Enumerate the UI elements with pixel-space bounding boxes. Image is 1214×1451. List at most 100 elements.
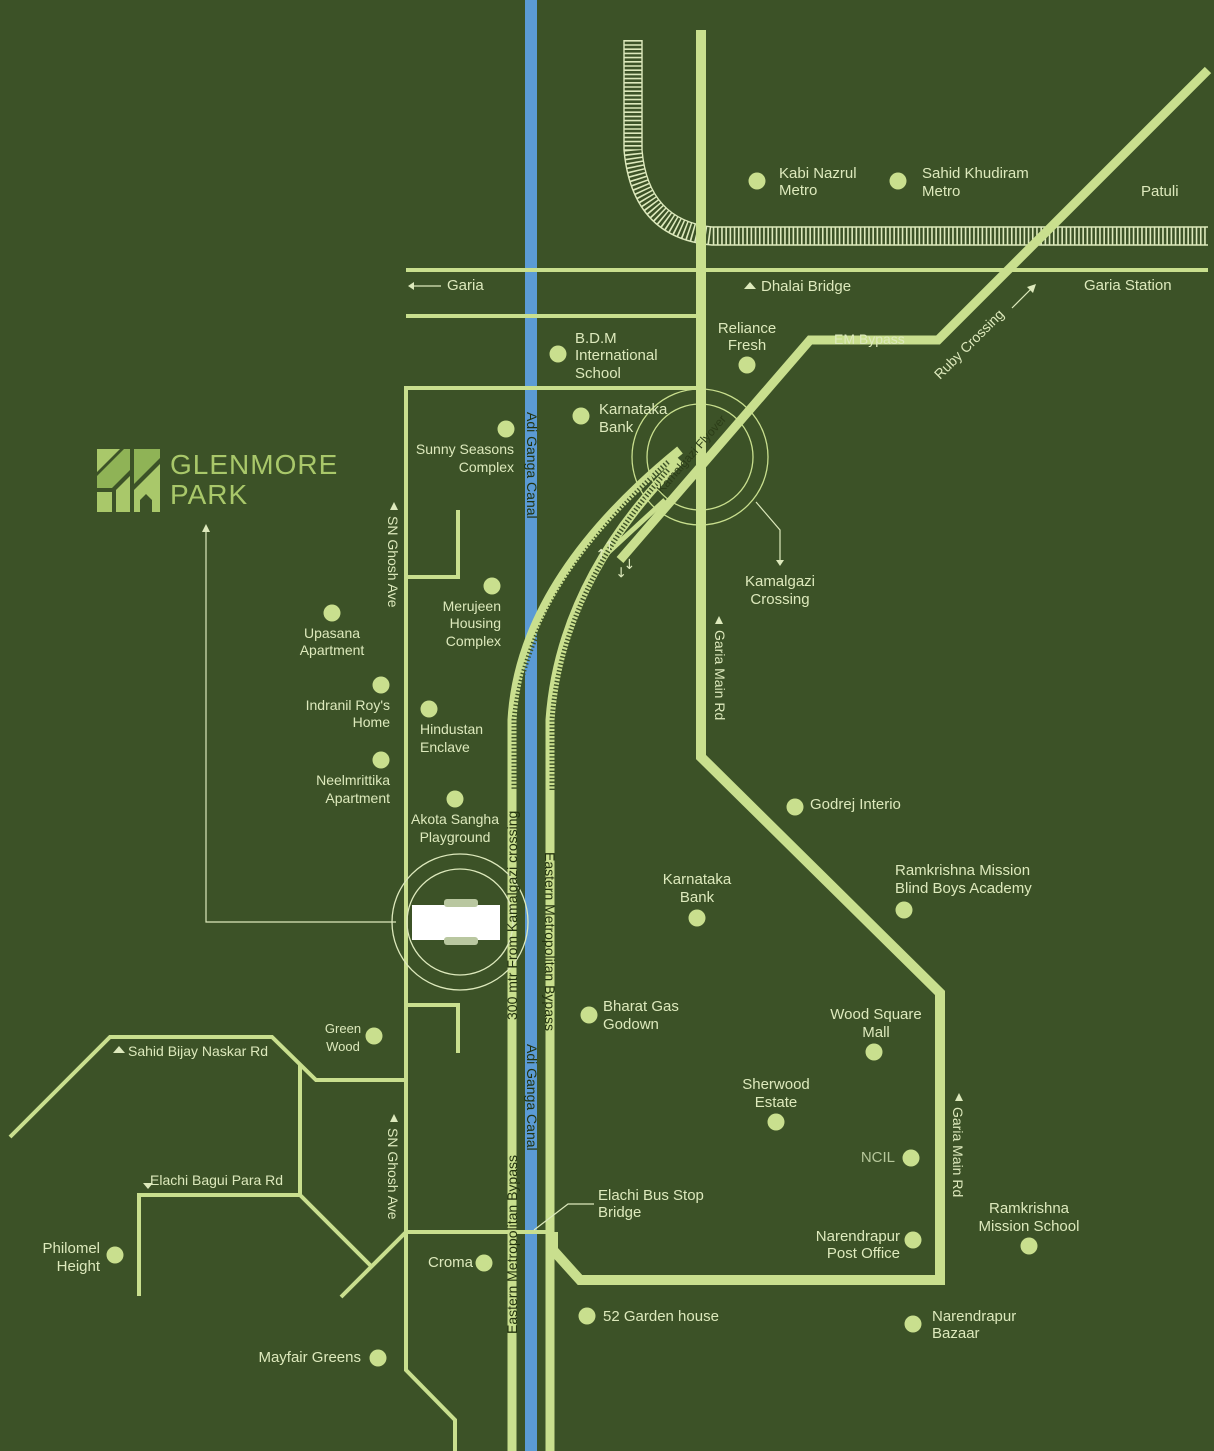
godrej-marker: [786, 798, 804, 816]
sn-ghosh-ave-top-label: SN Ghosh Ave: [385, 516, 401, 608]
narendrapur-bazaar-label: Narendrapur: [932, 1308, 1016, 1325]
glenmore-park-logo: GLENMORE PARK: [97, 449, 338, 512]
philomel-label: Philomel: [42, 1240, 100, 1257]
upasana-label-2: Apartment: [300, 642, 365, 658]
elachi-bagui-para-road: [137, 1193, 374, 1296]
kamalgazi-300m-label: 300 mtr From Kamalgazi crossing: [504, 811, 520, 1020]
ramkrishna-school-marker: [1020, 1237, 1038, 1255]
garia-main-rd-top-label: Garia Main Rd: [712, 630, 728, 720]
sn-ghosh-ave-bottom-label: SN Ghosh Ave: [385, 1128, 401, 1220]
indranil-label-2: Home: [353, 714, 391, 730]
upasana-label: Upasana: [304, 625, 360, 641]
merujeen-label-2: Housing: [450, 615, 501, 631]
kamalgazi-crossing-label-2: Crossing: [750, 591, 809, 608]
indranil-label: Indranil Roy's: [306, 697, 390, 713]
em-bypass-label: EM Bypass: [834, 331, 905, 347]
sn-ghosh-arrow-2-icon: [390, 1114, 398, 1122]
ramkrishna-school-label: Ramkrishna: [989, 1200, 1070, 1217]
hindustan-label-2: Enclave: [420, 739, 470, 755]
svg-text:↙↙: ↙↙: [611, 554, 639, 582]
glenmore-park-site[interactable]: [202, 524, 529, 991]
green-wood-marker: [365, 1027, 383, 1045]
diagonal-link-road: [339, 1230, 408, 1299]
brand-name-line1: GLENMORE: [170, 449, 338, 480]
sahid-bijay-naskar-label: Sahid Bijay Naskar Rd: [128, 1043, 268, 1059]
karnataka-top-label: Karnataka: [599, 401, 668, 418]
hindustan-label: Hindustan: [420, 721, 483, 737]
garia-main-arrow-icon: [715, 616, 723, 624]
sahid-khudiram-marker: [889, 172, 907, 190]
inner-lane-top: [406, 510, 460, 579]
ruby-crossing-label: Ruby Crossing: [931, 306, 1007, 382]
kabi-nazrul-marker: [748, 172, 766, 190]
ncil-label: NCIL: [861, 1149, 895, 1166]
place-labels: Kabi Nazrul Metro Sahid Khudiram Metro P…: [42, 165, 1178, 1366]
bdm-marker: [549, 345, 567, 363]
sahid-bijay-naskar-road: [8, 1035, 406, 1139]
bharat-gas-label-2: Godown: [603, 1016, 659, 1033]
merujeen-marker: [483, 577, 501, 595]
croma-marker: [475, 1254, 493, 1272]
sahid-khudiram-label: Sahid Khudiram: [922, 165, 1029, 182]
bharat-gas-label: Bharat Gas: [603, 998, 679, 1015]
poi-markers: [106, 172, 1038, 1367]
sunny-seasons-marker: [497, 420, 515, 438]
elachi-bagui-arrow-icon: [143, 1183, 153, 1189]
eastern-metro-bypass-right-label: Eastern Metropolitan Bypass: [542, 852, 558, 1031]
reliance-marker: [738, 356, 756, 374]
narendrapur-bazaar-label-2: Bazaar: [932, 1325, 980, 1342]
eastern-metro-bypass-left-label: Eastern Metropolitan Bypass: [504, 1155, 520, 1334]
garden-house-label: 52 Garden house: [603, 1308, 719, 1325]
ncil-marker: [902, 1149, 920, 1167]
hindustan-marker: [420, 700, 438, 718]
philomel-marker: [106, 1246, 124, 1264]
merujeen-label-3: Complex: [446, 633, 501, 649]
kamalgazi-crossing-label: Kamalgazi: [745, 573, 815, 590]
bharat-gas-marker: [580, 1006, 598, 1024]
karnataka-top-label-2: Bank: [599, 419, 634, 436]
sunny-seasons-label: Sunny Seasons: [416, 441, 514, 457]
neelmrittika-marker: [372, 751, 390, 769]
sherwood-label-2: Estate: [755, 1094, 798, 1111]
elachi-bagui-para-label: Elachi Bagui Para Rd: [150, 1172, 283, 1188]
akota-marker: [446, 790, 464, 808]
indranil-marker: [372, 676, 390, 694]
elachi-bus-label: Elachi Bus Stop: [598, 1187, 704, 1204]
dhalai-bridge-label: Dhalai Bridge: [761, 278, 851, 295]
green-wood-label: Green: [325, 1021, 361, 1036]
sherwood-label: Sherwood: [742, 1076, 810, 1093]
bdm-label: B.D.M: [575, 330, 617, 347]
metro-rail-line: [623, 40, 1208, 246]
mayfair-marker: [369, 1349, 387, 1367]
garia-station-label: Garia Station: [1084, 277, 1172, 294]
upasana-marker: [323, 604, 341, 622]
kamalgazi-roundabout: [631, 388, 784, 566]
wood-square-label-2: Mall: [862, 1024, 890, 1041]
karnataka-mid-label: Karnataka: [663, 871, 732, 888]
ramkrishna-school-label-2: Mission School: [979, 1218, 1080, 1235]
adi-ganga-canal-top-label: Adi Ganga Canal: [524, 412, 540, 519]
garia-label: Garia: [447, 277, 484, 294]
karnataka-top-marker: [572, 407, 590, 425]
garia-main-rd-bottom-label: Garia Main Rd: [950, 1107, 966, 1197]
inner-lane-bottom: [406, 1003, 460, 1053]
green-wood-label-2: Wood: [326, 1039, 360, 1054]
eastern-metro-bypass-left: [507, 446, 683, 1451]
sn-ghosh-arrow-icon: [390, 502, 398, 510]
narendrapur-po-label-2: Post Office: [827, 1245, 900, 1262]
kabi-nazrul-label-2: Metro: [779, 182, 817, 199]
garia-main-arrow-2-icon: [955, 1093, 963, 1101]
dhalai-bridge-arrow-icon: [744, 282, 756, 289]
project-site-marker: [412, 905, 500, 940]
neelmrittika-label-2: Apartment: [325, 790, 390, 806]
philomel-label-2: Height: [57, 1258, 101, 1275]
road-labels: Garia Dhalai Bridge Garia Station EM Byp…: [128, 277, 1172, 1334]
karnataka-mid-marker: [688, 909, 706, 927]
bdm-label-3: School: [575, 365, 621, 382]
reliance-label-2: Fresh: [728, 337, 766, 354]
ramkrishna-blind-label-2: Blind Boys Academy: [895, 880, 1032, 897]
brand-name-line2: PARK: [170, 479, 248, 510]
reliance-label: Reliance: [718, 320, 776, 337]
site-pointer-line: [205, 530, 396, 923]
